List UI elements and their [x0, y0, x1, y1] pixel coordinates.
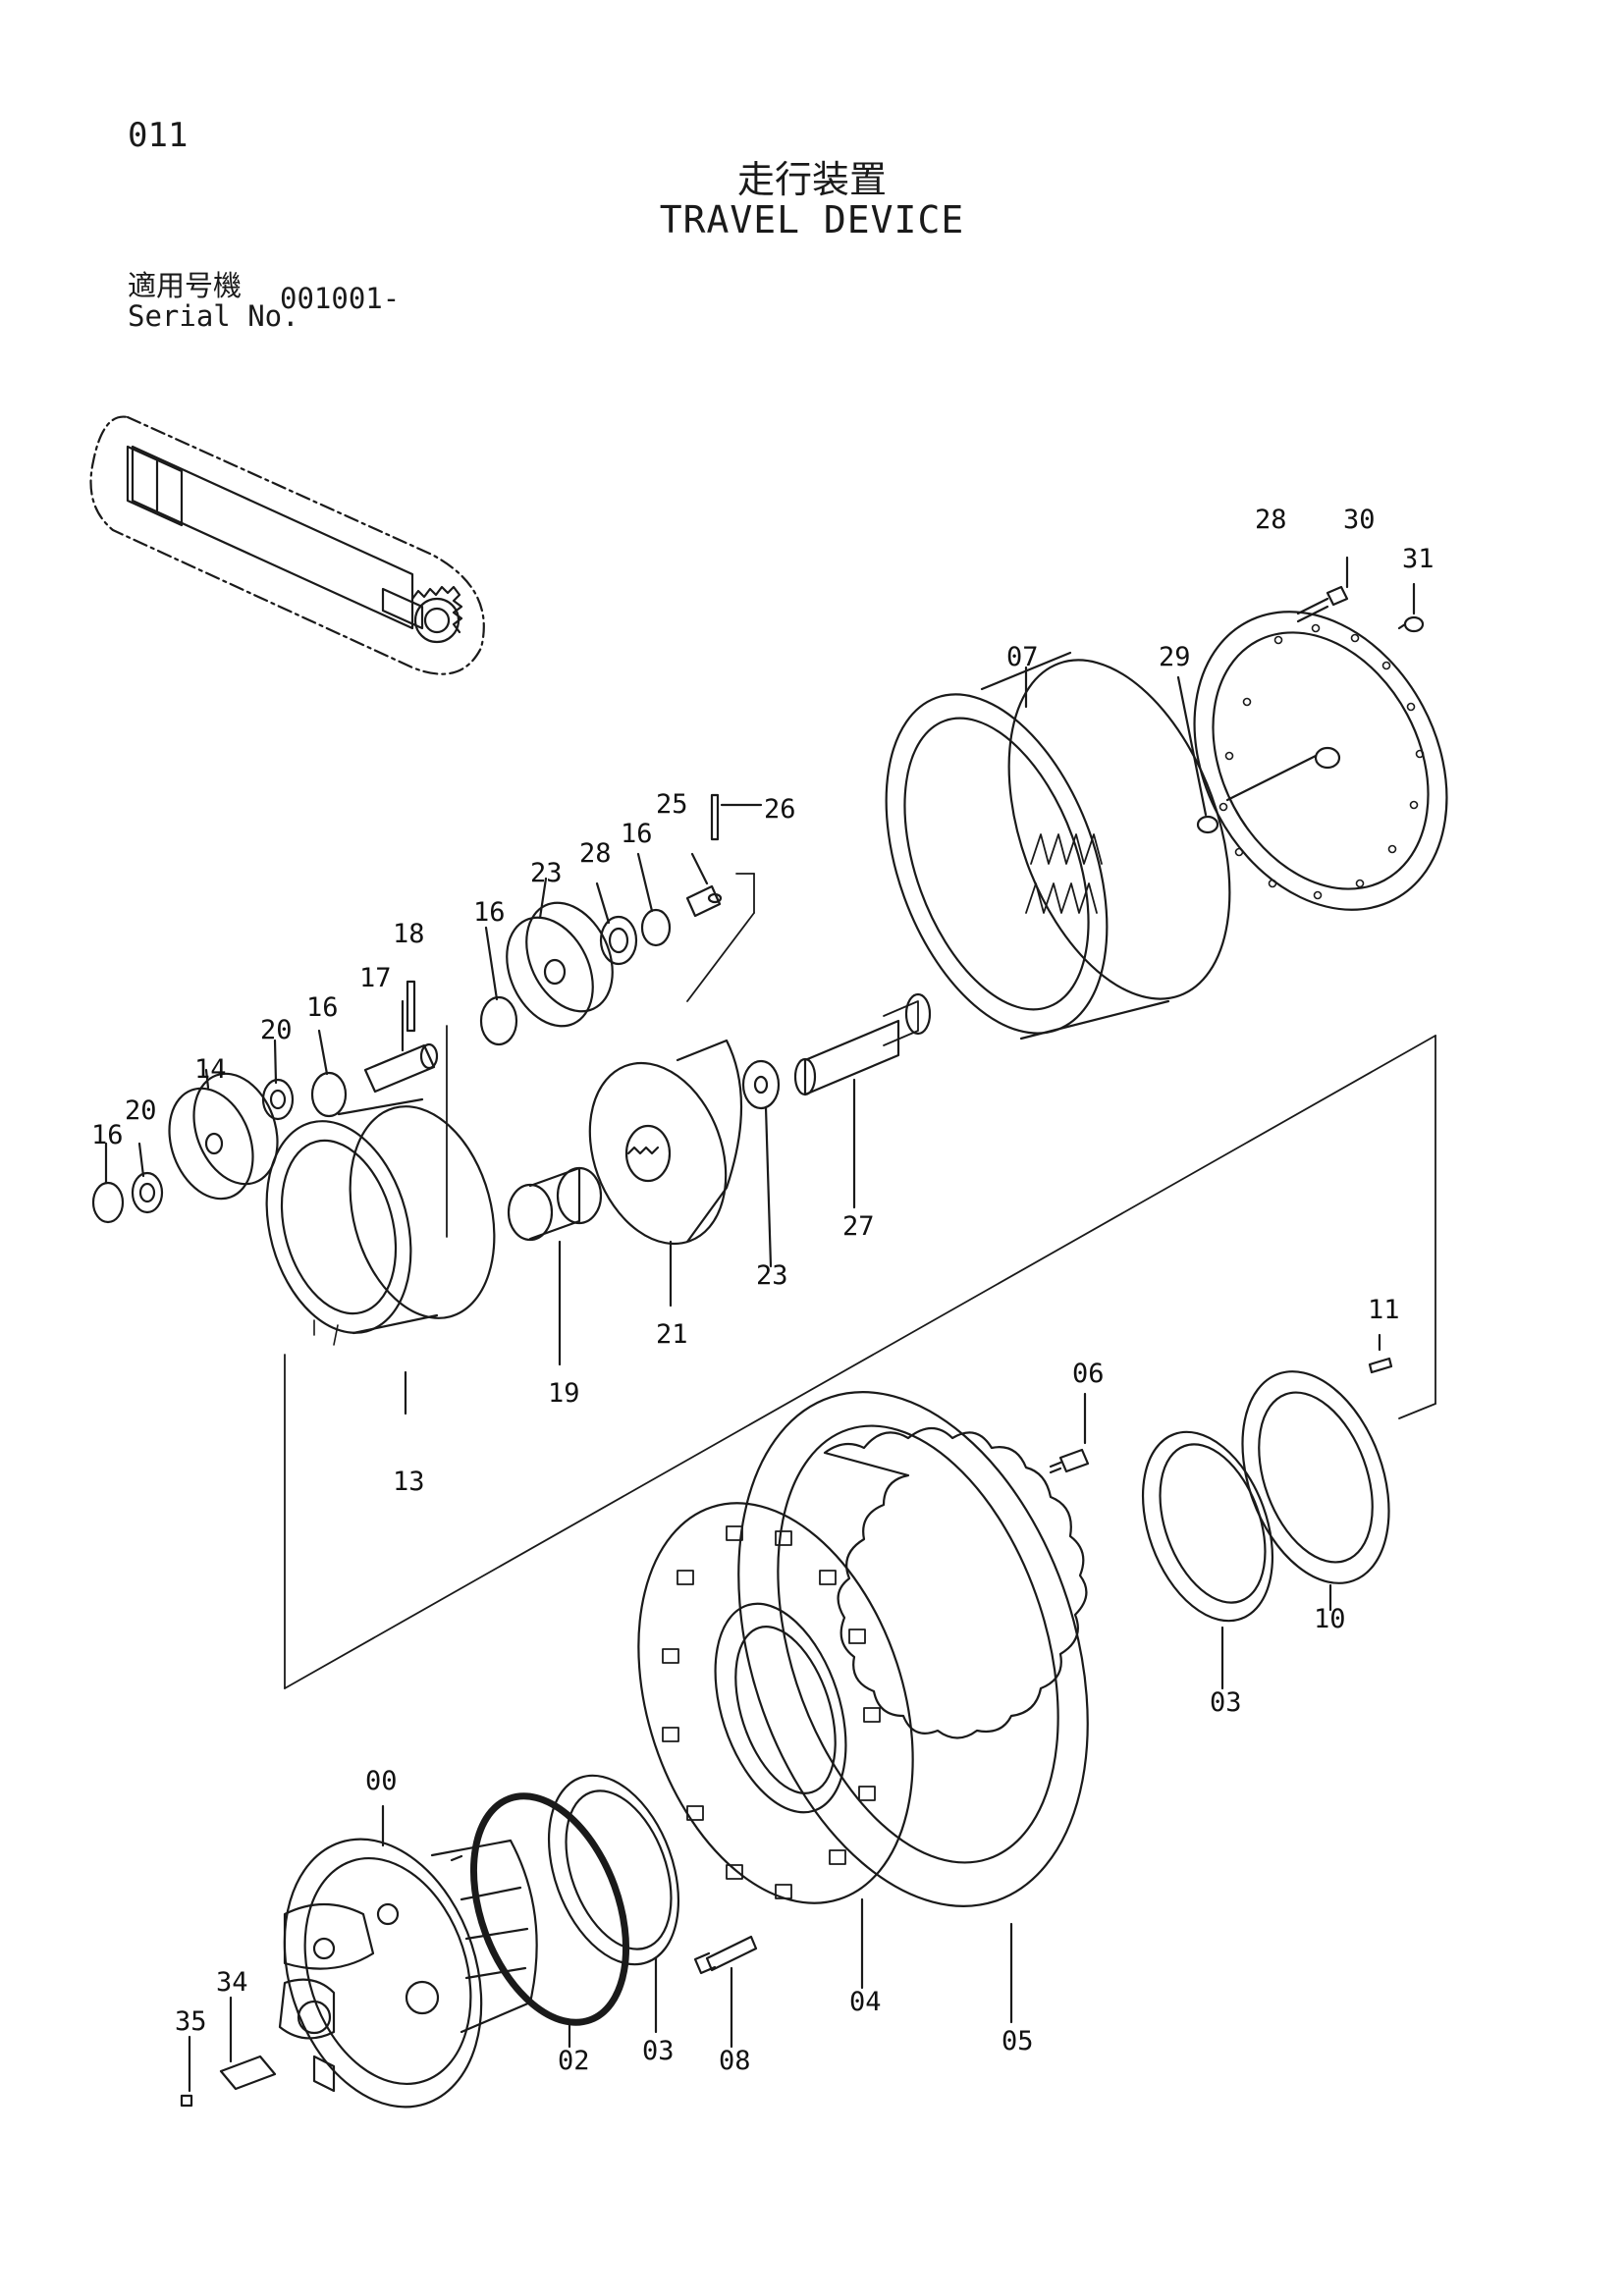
part-11-screw [1368, 1333, 1393, 1374]
part-10-seal-cover [1241, 1370, 1390, 1612]
part-22-washer [741, 1059, 781, 1268]
part-label-02: 02 [558, 2046, 590, 2076]
part-label-03-a: 03 [1210, 1687, 1242, 1718]
part-26-spring-pin [710, 793, 763, 841]
page-title-japanese: 走行装置 [736, 158, 887, 201]
part-03-floating-seal-rear [547, 1774, 680, 2034]
part-28-bearing [595, 881, 638, 966]
part-35-screw [180, 2035, 193, 2108]
part-31-bolt [1296, 556, 1349, 623]
part-label-20-b: 20 [260, 1015, 293, 1045]
part-label-03-b: 03 [642, 2036, 675, 2066]
part-label-25: 25 [656, 789, 688, 820]
part-19-sun-gear [507, 1166, 603, 1366]
part-label-21: 21 [656, 1319, 688, 1350]
crawler-track-inset-illustration [89, 415, 485, 675]
part-label-23: 23 [530, 858, 563, 888]
part-32-plug [1397, 582, 1425, 633]
part-label-18: 18 [393, 919, 425, 949]
serial-label: Serial No. [128, 299, 299, 333]
page-title: TRAVEL DEVICE [659, 198, 965, 241]
part-label-27: 27 [842, 1211, 875, 1242]
part-label-19: 19 [548, 1378, 580, 1409]
part-label-17: 17 [359, 963, 392, 993]
part-08-bolt [693, 1935, 758, 2049]
part-label-04: 04 [849, 1987, 882, 2017]
part-label-10: 10 [1314, 1604, 1346, 1634]
part-label-29: 28 [1255, 505, 1287, 535]
part-05-sprocket [737, 1391, 1089, 2024]
part-label-35: 35 [175, 2006, 207, 2037]
part-18-spring-pin [406, 980, 416, 1033]
part-20-bearing [131, 1039, 295, 1214]
part-23-gear [506, 877, 614, 1028]
part-label-11: 11 [1368, 1295, 1400, 1325]
part-07-housing [885, 651, 1231, 1041]
part-00-travel-motor [278, 1804, 538, 2109]
part-label-32: 31 [1402, 544, 1435, 574]
page-number: 011 [128, 116, 189, 155]
part-label-08: 08 [719, 2046, 751, 2076]
part-label-28: 28 [579, 838, 612, 869]
part-14-gear [168, 1068, 279, 1201]
part-02-o-ring [469, 1792, 630, 2049]
part-label-26: 26 [764, 794, 796, 825]
part-label-34: 34 [216, 1967, 248, 1998]
part-label-22: 23 [756, 1260, 788, 1291]
part-06-bolt [1049, 1392, 1090, 1474]
part-34-plate [219, 1996, 277, 2091]
part-30-plug [1176, 675, 1219, 834]
part-label-20-a: 20 [125, 1095, 157, 1126]
part-label-00: 00 [365, 1766, 398, 1796]
serial-label-japanese: 適用号機 [128, 269, 243, 302]
part-27-shaft [793, 992, 932, 1209]
assembly-group-bracket [284, 873, 1436, 1689]
part-label-16-b: 16 [473, 897, 506, 928]
part-label-31: 30 [1343, 505, 1376, 535]
part-label-16-c: 16 [621, 819, 653, 849]
part-label-13: 13 [393, 1467, 425, 1497]
part-label-14: 14 [194, 1054, 227, 1085]
part-13-carrier [265, 1097, 496, 1415]
part-17-pin [363, 999, 439, 1094]
part-label-05: 05 [1001, 2026, 1034, 2056]
part-03-floating-seal [1141, 1430, 1274, 1690]
part-label-06: 06 [1072, 1359, 1105, 1389]
part-21-carrier [588, 1039, 743, 1308]
part-04-hub-flange [637, 1502, 914, 1990]
part-label-16-a: 16 [306, 992, 339, 1023]
serial-number-value: 001001- [280, 282, 401, 315]
part-label-30: 29 [1159, 642, 1191, 672]
part-25-pin [685, 852, 723, 918]
part-label-07: 07 [1006, 642, 1039, 672]
part-label-16-d: 16 [91, 1120, 124, 1150]
part-16-thrust-washer [91, 852, 672, 1224]
